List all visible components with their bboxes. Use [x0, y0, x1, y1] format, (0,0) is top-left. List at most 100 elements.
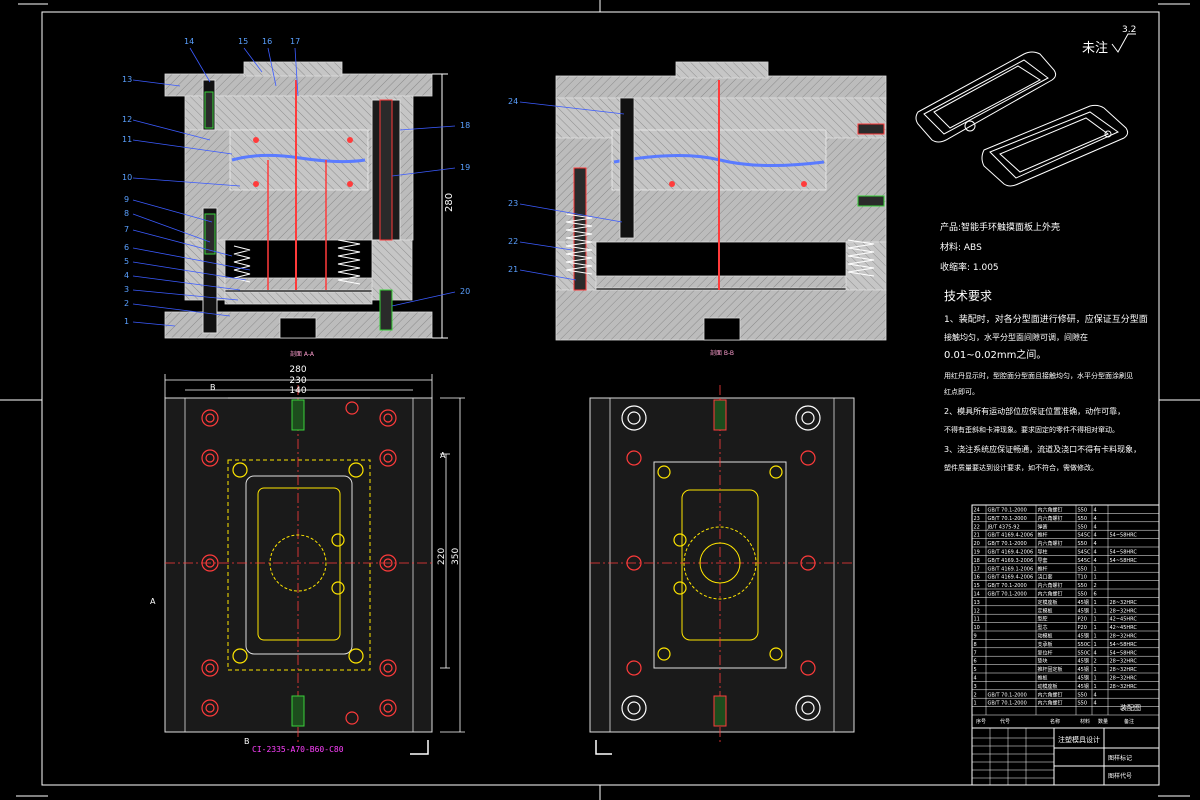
title-block-name: 注塑模具设计	[1058, 735, 1100, 744]
bom-cell: S50	[1078, 692, 1088, 698]
bom-cell: S50	[1078, 541, 1088, 547]
product-shrinkage: 收缩率: 1.005	[940, 261, 999, 273]
bom-cell: S50C	[1078, 642, 1092, 648]
bom-cell: 定模座板	[1038, 599, 1058, 606]
bom-cell: 28~32HRC	[1110, 600, 1138, 606]
bom-cell: 定模板	[1038, 607, 1053, 614]
bom-cell: GB/T 4169.1-2006	[988, 566, 1034, 572]
dim-height-220: 220	[437, 548, 447, 565]
bom-cell: GB/T 70.1-2000	[988, 592, 1027, 598]
dim-width-230: 230	[289, 376, 306, 386]
part-label-10: 10	[122, 173, 132, 182]
bom-cell: 1	[1094, 600, 1097, 606]
bom-cell: GB/T 4169.4-2006	[988, 533, 1034, 539]
bom-cell: 23	[974, 516, 980, 522]
tech-req-line1c: 0.01~0.02mm之间。	[944, 348, 1046, 361]
cut-marker-a-right: A	[440, 451, 446, 460]
mold-base-code: CI-2335-A70-B60-C80	[252, 745, 344, 754]
bom-cell: S50	[1078, 566, 1088, 572]
bom-cell: 28~32HRC	[1110, 667, 1138, 673]
bom-cell: 1	[1094, 634, 1097, 640]
part-label-22: 22	[508, 237, 518, 246]
bom-cell: 8	[974, 642, 977, 648]
bom-cell: 24	[974, 508, 980, 514]
bom-cell: 3	[974, 684, 977, 690]
bom-cell: 42~45HRC	[1110, 617, 1138, 623]
bom-cell: 45钢	[1078, 683, 1089, 690]
part-label-13: 13	[122, 75, 132, 84]
plan-view-right	[589, 385, 855, 745]
bom-cell: 42~45HRC	[1110, 625, 1138, 631]
bom-cell: 4	[1094, 650, 1097, 656]
bom-cell: GB/T 70.1-2000	[988, 516, 1027, 522]
bom-cell: 9	[974, 634, 977, 640]
bom-cell: 内六角螺钉	[1038, 540, 1063, 547]
bom-cell: 内六角螺钉	[1038, 691, 1063, 698]
bom-cell: 4	[1094, 541, 1097, 547]
bom-cell: 54~58HRC	[1110, 642, 1138, 648]
tech-req-line2b: 不得有歪斜和卡滞现象。要求固定的零件不得相对窜动。	[944, 425, 1119, 434]
part-label-4: 4	[124, 271, 129, 280]
title-block: 注塑模具设计 装配图 图样标记 图样代号	[972, 703, 1159, 785]
roughness-label: 未注	[1082, 41, 1108, 56]
bom-cell: 15	[974, 583, 980, 589]
part-label-24: 24	[508, 97, 518, 106]
bom-cell: 支承板	[1038, 641, 1053, 648]
tech-req-line1a: 1、装配时，对各分型面进行修研，应保证互分型面	[944, 313, 1148, 325]
bom-cell: 16	[974, 575, 980, 581]
title-block-code: 图样代号	[1108, 772, 1132, 780]
bom-cell: 推杆固定板	[1038, 666, 1063, 673]
bom-cell: 54~58HRC	[1110, 558, 1138, 564]
bom-cell: 型腔	[1038, 616, 1048, 623]
bom-header-qty: 数量	[1098, 718, 1108, 725]
product-info: 产品:智能手环触摸面板上外壳 材料: ABS 收缩率: 1.005	[940, 221, 1060, 273]
bom-header-no: 序号	[976, 718, 986, 725]
section-bb-caption: 剖面 B-B	[710, 349, 734, 357]
bom-cell: 45钢	[1078, 633, 1089, 640]
bom-cell: 2	[1094, 583, 1097, 589]
bom-cell: 54~58HRC	[1110, 550, 1138, 556]
bom-cell: 型芯	[1038, 624, 1048, 631]
dim-overall-height: 280	[444, 193, 455, 212]
bom-cell: GB/T 4169.4-2006	[988, 575, 1034, 581]
bom-cell: 4	[1094, 533, 1097, 539]
dim-width-280: 280	[289, 365, 306, 375]
bom-cell: 1	[1094, 608, 1097, 614]
bom-cell: 1	[974, 701, 977, 707]
bom-cell: S50	[1078, 592, 1088, 598]
bom-cell: 1	[1094, 625, 1097, 631]
bom-cell: S50C	[1078, 650, 1092, 656]
bom-cell: 1	[1094, 566, 1097, 572]
section-view-aa: 280 剖面 A-A	[164, 61, 455, 358]
bom-cell: 内六角螺钉	[1038, 515, 1063, 522]
bom-header-code: 代号	[1000, 718, 1010, 725]
bom-cell: GB/T 70.1-2000	[988, 701, 1027, 707]
bom-cell: 浇口套	[1038, 574, 1053, 581]
bom-cell: S45C	[1078, 558, 1092, 564]
bom-cell: 45钢	[1078, 658, 1089, 665]
bom-cell: 2	[1094, 659, 1097, 665]
bom-header-material: 材料	[1080, 718, 1090, 725]
bom-cell: 14	[974, 592, 980, 598]
bom-cell: 54~58HRC	[1110, 650, 1138, 656]
product-isometric-sketch	[915, 51, 1129, 187]
bom-cell: 内六角螺钉	[1038, 700, 1063, 707]
roughness-value: 3.2	[1122, 25, 1136, 35]
bb-leaders	[519, 101, 625, 281]
bom-cell: 弹簧	[1038, 523, 1048, 530]
bom-cell: 推杆	[1038, 565, 1048, 572]
bom-cell: 推杆	[1038, 532, 1048, 539]
section-view-bb: 剖面 B-B	[555, 61, 887, 357]
part-label-21: 21	[508, 265, 518, 274]
bom-cell: 4	[1094, 550, 1097, 556]
bom-cell: GB/T 4169.3-2006	[988, 558, 1034, 564]
bom-cell: 20	[974, 541, 980, 547]
part-label-9: 9	[124, 195, 129, 204]
tech-req-line2a: 2、模具所有运动部位应保证位置准确，动作可靠，	[944, 406, 1125, 416]
bom-cell: 28~32HRC	[1110, 634, 1138, 640]
bom-cell: 导柱	[1038, 549, 1048, 556]
bom-cell: 4	[974, 676, 977, 682]
tech-req-title: 技术要求	[944, 289, 992, 303]
bom-cell: 45钢	[1078, 599, 1089, 606]
